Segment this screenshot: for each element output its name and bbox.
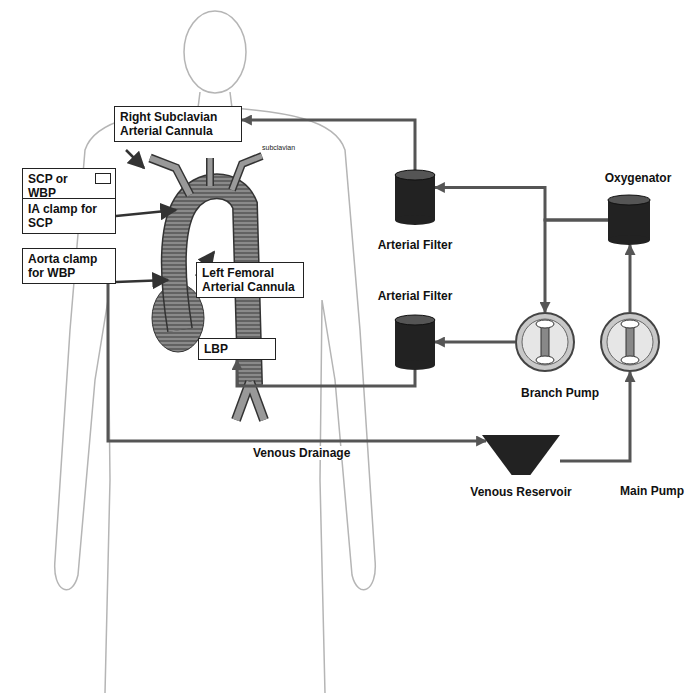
- component-label: Venous Reservoir: [470, 485, 571, 499]
- flow-line: [545, 220, 608, 312]
- box-label: Right Subclavian Arterial Cannula: [120, 110, 236, 138]
- arterial-filter-symbol: [395, 170, 435, 225]
- arterial-filter-symbol: [395, 315, 435, 370]
- roller-pump-symbol: [515, 312, 575, 372]
- edge-label: Venous Drainage: [250, 446, 353, 460]
- venous-reservoir: Venous Reservoir: [482, 435, 560, 475]
- flow-line: [435, 341, 515, 344]
- box-label: Aorta clamp for WBP: [28, 252, 110, 280]
- box-label: LBP: [204, 342, 270, 356]
- component-label: Arterial Filter: [378, 289, 453, 303]
- box-label: IA clamp for SCP: [28, 202, 110, 230]
- perfusion-box: LBP: [198, 338, 276, 360]
- box-label: Left Femoral Arterial Cannula: [202, 266, 298, 294]
- component-label: Branch Pump: [521, 386, 599, 400]
- roller-pump: Branch Pump: [515, 312, 575, 372]
- cannula-connector-symbol: [95, 173, 111, 184]
- component-label: Main Pump: [620, 484, 684, 498]
- cannula-box: Left Femoral Arterial Cannula: [196, 262, 304, 298]
- arterial-filter: Arterial Filter: [395, 315, 435, 370]
- component-label: Oxygenator: [605, 171, 672, 185]
- venous-reservoir-symbol: [482, 435, 560, 475]
- flow-line: [560, 372, 630, 461]
- flow-line: [108, 284, 486, 441]
- arterial-filter: Arterial Filter: [395, 170, 435, 225]
- clamp-box: IA clamp for SCP: [22, 198, 116, 234]
- flow-line: [629, 245, 632, 312]
- anatomy-label: subclavian: [262, 144, 295, 152]
- oxygenator: Oxygenator: [608, 195, 650, 245]
- body-silhouette: [55, 11, 376, 693]
- box-label: SCP or WBP: [28, 172, 89, 200]
- roller-pump: Main Pump: [600, 312, 660, 372]
- oxygenator-symbol: [608, 195, 650, 245]
- flow-line: [435, 188, 608, 221]
- clamp-box: Aorta clamp for WBP: [22, 248, 116, 284]
- component-label: Arterial Filter: [378, 238, 453, 252]
- flow-line: [237, 360, 415, 386]
- roller-pump-symbol: [600, 312, 660, 372]
- cannula-box: Right Subclavian Arterial Cannula: [114, 106, 242, 142]
- flow-line: [242, 120, 415, 170]
